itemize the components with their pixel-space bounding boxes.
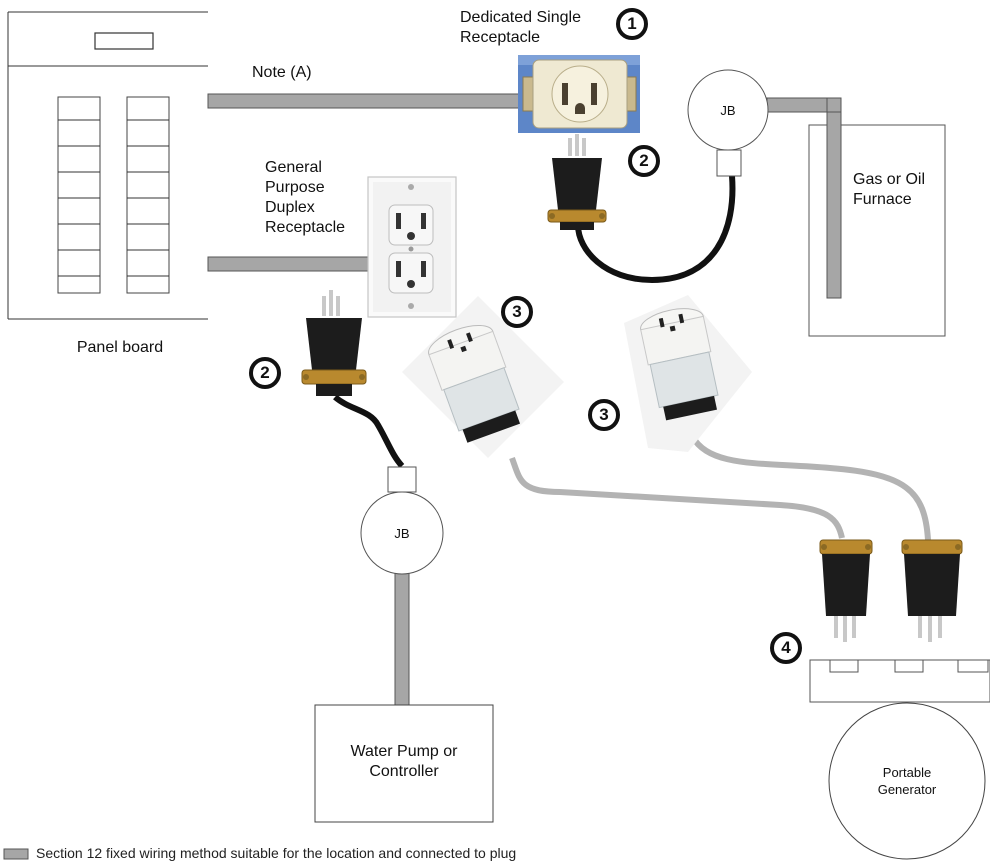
marker-1: 1 <box>616 8 648 40</box>
conduit-to-duplex-receptacle <box>207 256 369 272</box>
plug-furnace <box>547 134 607 230</box>
receptacle-slot-right <box>591 83 597 105</box>
furnace-box <box>808 124 946 337</box>
cord-pump-jb-to-plug <box>333 394 405 469</box>
portable-generator-label: Portable Generator <box>877 765 937 797</box>
footer-legend-swatch <box>3 848 29 860</box>
dedicated-single-receptacle <box>518 55 640 133</box>
marker-3-connector-b: 3 <box>588 399 620 431</box>
general-purpose-receptacle-label: General Purpose Duplex Receptacle <box>265 159 346 236</box>
furnace-jb-label: JB <box>720 103 736 118</box>
water-pump-label: Water Pump or Controller <box>350 743 458 780</box>
furnace-label: Gas or Oil Furnace <box>853 171 926 208</box>
water-pump-box <box>314 704 494 823</box>
marker-3-connector-a: 3 <box>501 296 533 328</box>
cord-connector-b-to-gen-plug <box>689 434 931 541</box>
generator-plug-a <box>819 539 873 642</box>
conduit-jb-to-water-pump <box>394 572 410 706</box>
panel-board <box>7 11 208 320</box>
panel-board-label: Panel board <box>76 339 164 356</box>
pump-jb-label: JB <box>394 526 410 541</box>
generator-circle <box>828 702 986 860</box>
footer-note: Section 12 fixed wiring method suitable … <box>36 845 517 861</box>
generator-outlet-strip <box>809 659 990 703</box>
general-purpose-duplex-receptacle <box>367 176 457 318</box>
breaker-column-right <box>126 96 170 294</box>
marker-4: 4 <box>770 632 802 664</box>
cord-furnace-jb-to-plug <box>575 175 736 284</box>
marker-2-furnace: 2 <box>628 145 660 177</box>
dedicated-receptacle-label: Dedicated Single Receptacle <box>460 9 581 46</box>
note-a-label: Note (A) <box>252 64 312 81</box>
cord-connector-a <box>402 296 564 458</box>
conduit-to-dedicated-receptacle <box>207 93 521 109</box>
generator-plug-b <box>901 539 963 642</box>
receptacle-slot-left <box>562 83 568 105</box>
marker-2-pump: 2 <box>249 357 281 389</box>
cord-connector-b <box>624 295 752 452</box>
plug-pump <box>301 290 367 396</box>
furnace-jb <box>687 69 769 177</box>
furnace-conduit-overlay <box>826 111 842 299</box>
pump-jb <box>360 466 444 575</box>
cord-connector-a-to-gen-plug <box>509 456 845 539</box>
breaker-column-left <box>57 96 101 294</box>
